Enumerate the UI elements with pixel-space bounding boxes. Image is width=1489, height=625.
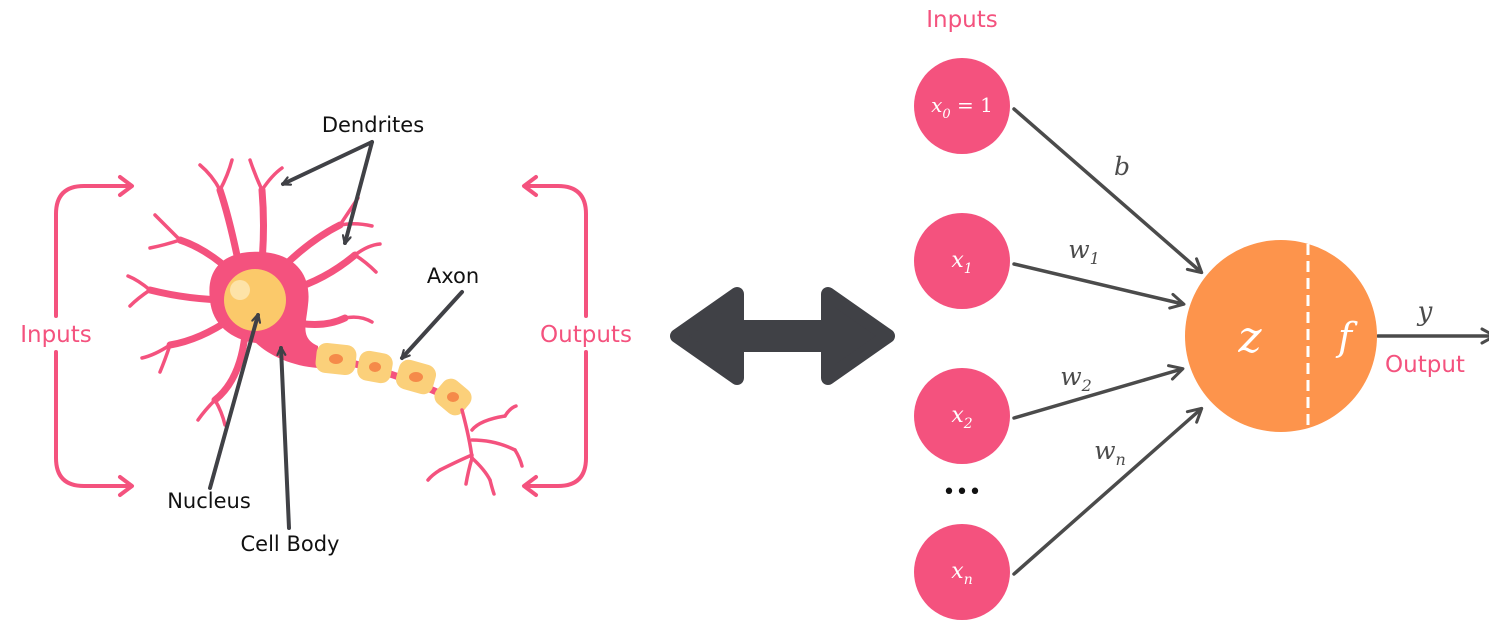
weight-label: wn <box>1094 436 1126 469</box>
summation-symbol: z <box>1237 312 1262 363</box>
weight-label: w1 <box>1068 235 1100 268</box>
biological-neuron: Inputs Outputs <box>20 113 632 556</box>
axon-terminals <box>426 404 524 496</box>
dendrites-label: Dendrites <box>322 113 424 137</box>
input-node: x0 = 1 <box>914 58 1010 154</box>
artificial-neuron: Inputs x0 = 1 x1 x2 ••• xn b w1 <box>914 7 1489 620</box>
cell-body-label: Cell Body <box>241 532 340 556</box>
input-node: x2 <box>914 368 1010 464</box>
input-node: xn <box>914 524 1010 620</box>
bio-inputs-label: Inputs <box>20 322 92 348</box>
svg-text:x1: x1 <box>951 248 972 277</box>
bio-outputs-label: Outputs <box>540 322 632 348</box>
inputs-bracket <box>54 175 134 497</box>
svg-text:x0 = 1: x0 = 1 <box>931 93 993 122</box>
ann-inputs-heading: Inputs <box>926 7 998 33</box>
nucleus-highlight <box>230 280 250 300</box>
weight-label: w2 <box>1060 362 1092 395</box>
svg-text:xn: xn <box>951 559 972 588</box>
weight-label: b <box>1114 152 1130 181</box>
output-label: Output <box>1385 352 1465 378</box>
axon <box>306 342 472 416</box>
output-symbol: y <box>1417 297 1433 327</box>
input-node: x1 <box>914 213 1010 309</box>
neuron-node: z f <box>1185 240 1377 432</box>
ellipsis: ••• <box>943 480 982 505</box>
double-arrow-icon <box>670 287 895 385</box>
axon-label: Axon <box>427 264 479 288</box>
svg-text:x2: x2 <box>951 403 972 432</box>
weighted-connections <box>1012 107 1489 576</box>
outputs-bracket <box>522 175 588 497</box>
nucleus-label: Nucleus <box>167 489 251 513</box>
callout-arrows <box>208 140 464 530</box>
